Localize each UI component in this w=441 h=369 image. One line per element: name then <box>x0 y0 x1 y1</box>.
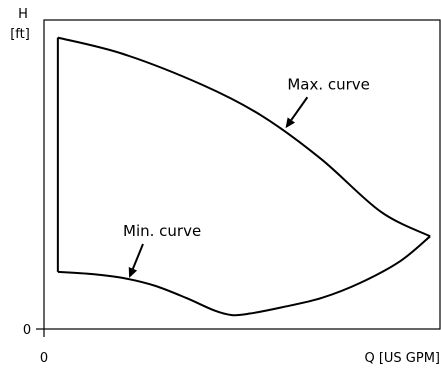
series-line-max-curve <box>57 36 431 238</box>
x-tick-label-0: 0 <box>40 351 48 366</box>
annotation-arrow-head-max-curve <box>285 117 295 129</box>
annotation-label-max-curve: Max. curve <box>287 75 370 93</box>
x-axis-label: Q [US GPM] <box>364 351 440 366</box>
annotation-arrow-shaft-min-curve <box>131 243 144 270</box>
annotation-label-min-curve: Min. curve <box>123 222 201 240</box>
y-tick-label-0: 0 <box>23 323 31 338</box>
annotation-arrow-shaft-max-curve <box>290 96 309 121</box>
y-axis-label-line1: H <box>18 7 28 22</box>
plot-frame <box>43 19 441 330</box>
annotation-arrow-head-min-curve <box>128 267 138 279</box>
y-axis-label-line2: [ft] <box>10 27 30 42</box>
series-line-min-curve <box>57 235 431 317</box>
